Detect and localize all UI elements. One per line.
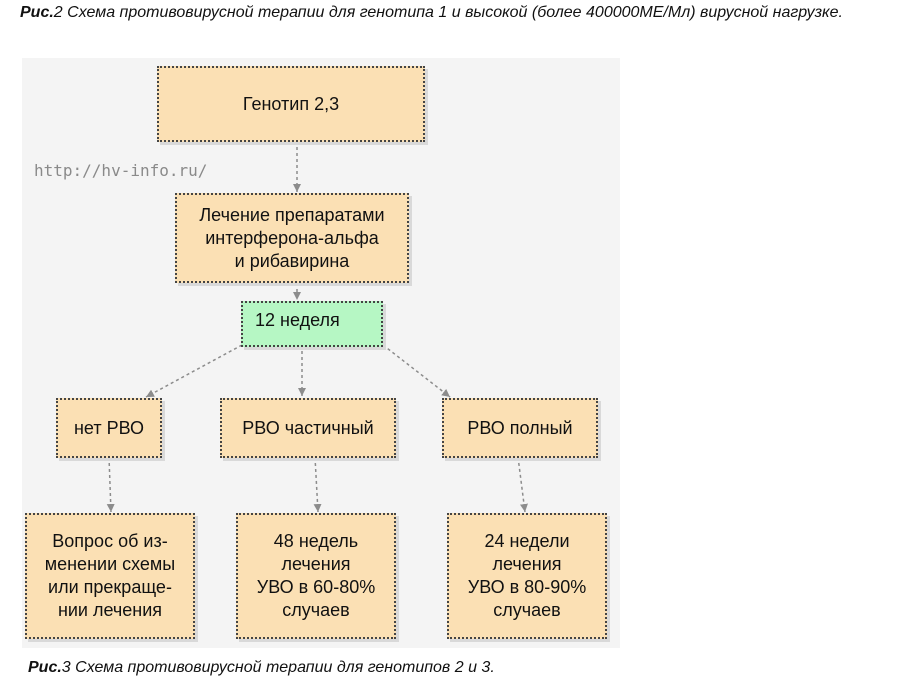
node-partial-outcome: 48 недель лечения УВО в 60-80% случаев xyxy=(236,513,396,639)
node-full-rvo: РВО полный xyxy=(442,398,598,458)
connector-no-rvo-outcome xyxy=(106,456,115,513)
watermark-url: http://hv-info.ru/ xyxy=(34,161,208,180)
figure-caption-bottom: Рис.3 Схема противовирусной терапии для … xyxy=(28,657,495,679)
node-no-rvo: нет РВО xyxy=(56,398,162,458)
node-no-rvo-outcome: Вопрос об из- менении схемы или прекраще… xyxy=(25,513,195,639)
caption-bottom-text: 3 Схема противовирусной терапии для гено… xyxy=(61,659,495,676)
connector-partial-outcome xyxy=(313,456,322,513)
caption-top-text: 2 Схема противовирусной терапии для гено… xyxy=(53,4,843,21)
figure-caption-top: Рис.2 Схема противовирусной терапии для … xyxy=(20,2,900,24)
node-full-outcome: 24 недели лечения УВО в 80-90% случаев xyxy=(447,513,607,639)
connector-week12-no-rvo xyxy=(145,344,243,398)
connector-full-outcome xyxy=(517,456,528,513)
node-week12: 12 неделя xyxy=(241,301,383,347)
connector-week12-full xyxy=(382,344,451,398)
node-partial-rvo: РВО частичный xyxy=(220,398,396,458)
caption-bottom-prefix: Рис. xyxy=(28,659,62,676)
node-treatment: Лечение препаратами интерферона-альфа и … xyxy=(175,193,409,283)
caption-top-prefix: Рис. xyxy=(20,4,54,21)
node-genotype: Генотип 2,3 xyxy=(157,66,425,142)
